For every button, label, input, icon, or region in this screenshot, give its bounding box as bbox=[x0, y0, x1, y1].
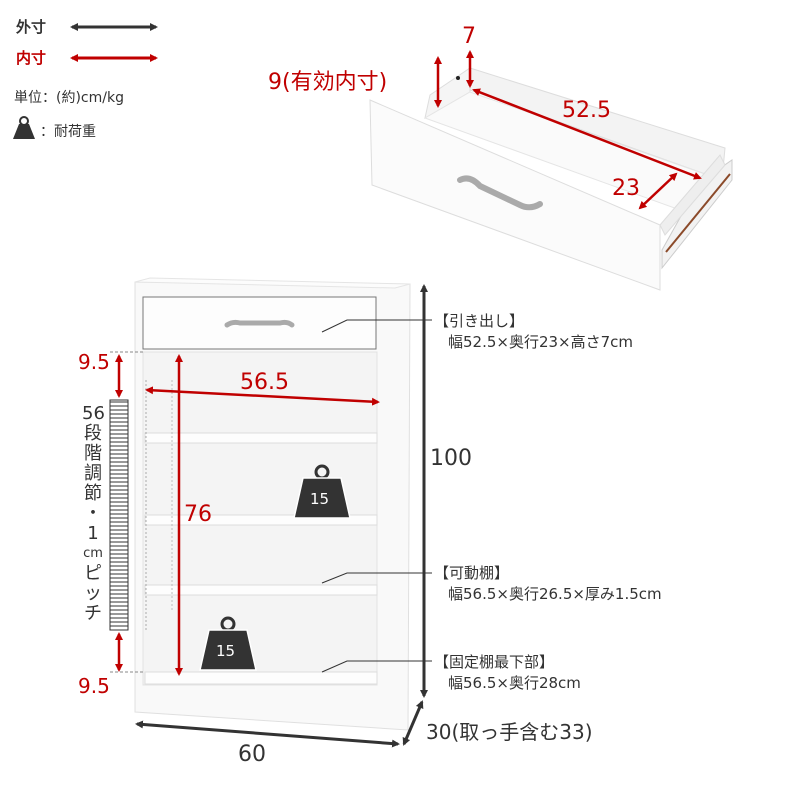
drawer-width-arrow bbox=[472, 88, 702, 180]
outer-height-label: 100 bbox=[430, 446, 472, 471]
bottom-shelf-callout: 【固定棚最下部】 幅56.5×奥行28cm bbox=[434, 651, 581, 693]
bottom-shelf-callout-title: 【固定棚最下部】 bbox=[434, 653, 555, 671]
inner-height-label: 76 bbox=[184, 502, 212, 527]
outer-dimension-label: 外寸 bbox=[16, 18, 47, 36]
drawer-callout-body: 幅52.5×奥行23×高さ7cm bbox=[448, 333, 634, 351]
bottom-weight-icon bbox=[199, 616, 257, 671]
bottom-gap-label: 9.5 bbox=[78, 674, 110, 698]
top-gap-label: 9.5 bbox=[78, 350, 110, 374]
drawer-effective-height-label: 9(有効内寸) bbox=[268, 70, 388, 95]
bottom-shelf-callout-body: 幅56.5×奥行28cm bbox=[448, 674, 581, 692]
unit-text: 単位：(約)cm/kg bbox=[14, 90, 124, 106]
shelf-adjust-ladder bbox=[109, 399, 129, 631]
shelf-callout-title: 【可動棚】 bbox=[434, 564, 510, 582]
bottom-callout-leader bbox=[321, 660, 432, 673]
weight-legend-icon bbox=[13, 116, 35, 139]
outer-width-arrow bbox=[135, 720, 400, 748]
inner-dimension-label: 内寸 bbox=[16, 49, 47, 67]
shelf-callout: 【可動棚】 幅56.5×奥行26.5×厚み1.5cm bbox=[434, 562, 662, 604]
shelf-adjust-text: 56 段 階 調 節 ・ 1 cm ピ ッ チ bbox=[82, 403, 105, 624]
drawer-width-label: 52.5 bbox=[562, 98, 611, 123]
cabinet-illustration bbox=[134, 277, 411, 731]
shelf-callout-body: 幅56.5×奥行26.5×厚み1.5cm bbox=[448, 585, 662, 603]
drawer-callout-title: 【引き出し】 bbox=[434, 312, 525, 330]
drawer-callout: 【引き出し】 幅52.5×奥行23×高さ7cm bbox=[434, 310, 633, 352]
shelf-callout-leader bbox=[321, 572, 432, 584]
load-capacity-text: ：耐荷重 bbox=[40, 124, 96, 140]
shelf-weight-icon bbox=[293, 464, 351, 519]
outer-width-label: 60 bbox=[238, 742, 266, 767]
inner-width-arrow bbox=[145, 386, 380, 406]
drawer-depth-label: 23 bbox=[612, 176, 640, 201]
shelf-load-value: 15 bbox=[310, 490, 330, 508]
outer-depth-label: 30(取っ手含む33) bbox=[426, 720, 593, 744]
drawer-inner-height-label: 7 bbox=[462, 24, 476, 49]
drawer-depth-arrow bbox=[638, 172, 678, 210]
drawer-callout-leader bbox=[321, 319, 432, 333]
drawer-illustration bbox=[369, 67, 733, 291]
outer-depth-arrow bbox=[402, 700, 424, 746]
bottom-load-value: 15 bbox=[216, 642, 236, 660]
inner-width-label: 56.5 bbox=[240, 370, 289, 395]
